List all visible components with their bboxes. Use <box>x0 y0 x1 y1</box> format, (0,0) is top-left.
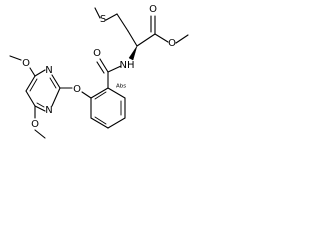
bond-benzene-ether-o <box>81 91 92 99</box>
bonds <box>9 7 189 139</box>
atom-ring-nitrogen-top: N <box>45 65 52 76</box>
pyrimidine-double-2 <box>29 78 38 92</box>
bond-s-ch2 <box>105 13 118 21</box>
bond-c6-methoxy-o <box>29 67 36 77</box>
bond-ester-o-ch3 <box>175 34 189 44</box>
atom-methoxy-oxygen-top: O <box>22 58 30 69</box>
bond-amide-c-o-double-2 <box>96 61 105 74</box>
molecule-structure: S O O NH O O N N O O Abs <box>9 4 189 139</box>
bond-methoxy-o-ch3-top <box>9 55 22 61</box>
atom-sulfur: S <box>100 14 106 25</box>
benzene-double-3 <box>94 91 107 100</box>
bond-alpha-nh-wedge <box>128 45 138 61</box>
pyrimidine-bond-n1-c6 <box>34 69 46 77</box>
atom-amide-nitrogen: NH <box>120 60 135 71</box>
stereo-abs-label: Abs <box>116 84 126 90</box>
pyrimidine-bond-c6-c5 <box>25 75 36 92</box>
bond-amide-c-o-double-1 <box>99 58 109 73</box>
atom-ester-carbonyl-oxygen: O <box>149 4 157 15</box>
atom-ether-oxygen: O <box>73 84 81 95</box>
benzene-bond-4 <box>90 117 109 129</box>
atom-labels: S O O NH O O N N O O Abs <box>22 4 176 130</box>
atom-amide-oxygen: O <box>93 48 101 59</box>
bond-ch2-ch2 <box>116 13 129 32</box>
benzene-double-2 <box>94 116 107 125</box>
pyrimidine-bond-c4-n3 <box>34 105 46 112</box>
pyrimidine-bond-n3-c2 <box>51 87 61 107</box>
pyrimidine-double-3 <box>36 102 45 108</box>
benzene-bond-6 <box>90 87 109 99</box>
benzene-bond-3 <box>107 117 126 129</box>
atom-ester-oxygen: O <box>168 38 176 49</box>
atom-ring-nitrogen-bottom: N <box>45 105 52 116</box>
pyrimidine-double-1 <box>49 77 57 89</box>
atom-methoxy-oxygen-bottom: O <box>31 119 39 130</box>
bond-alpha-carbonyl <box>136 33 156 47</box>
bond-ch2-alpha <box>127 30 138 47</box>
bond-methoxy-o-ch3-bottom <box>34 129 46 139</box>
bond-ester-c-o <box>154 33 169 43</box>
pyrimidine-bond-c2-n1 <box>51 74 61 89</box>
bond-nh-amide-c <box>107 65 122 73</box>
bond-methyl-s <box>94 7 101 19</box>
benzene-bond-1 <box>107 87 126 99</box>
pyrimidine-bond-c5-c4 <box>25 90 36 107</box>
